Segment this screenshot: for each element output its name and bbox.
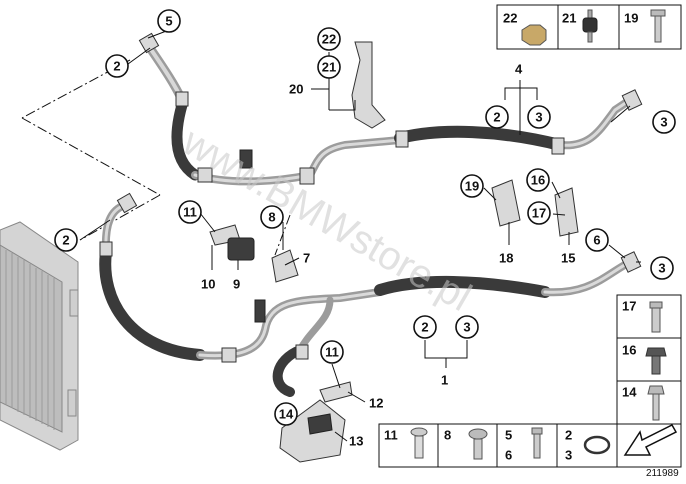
callout-3-lower-end: 3 <box>650 256 674 280</box>
svg-text:15: 15 <box>561 251 575 266</box>
callout-2-hose1: 2 <box>413 315 437 339</box>
label-12: 12 <box>369 396 383 411</box>
svg-text:7: 7 <box>303 251 310 266</box>
svg-text:11: 11 <box>183 205 197 220</box>
radiator-part <box>0 221 79 451</box>
callout-3-hose1: 3 <box>455 315 479 339</box>
rubber-mount-icon <box>582 9 598 43</box>
svg-text:2: 2 <box>421 320 428 335</box>
svg-text:19: 19 <box>465 179 479 194</box>
label-18: 18 <box>499 251 513 266</box>
label-20: 20 <box>289 82 303 97</box>
svg-text:20: 20 <box>289 82 303 97</box>
top-legend-panel: 22 21 19 <box>496 4 682 50</box>
svg-text:4: 4 <box>515 62 523 77</box>
callout-22: 22 <box>317 27 341 51</box>
bracket-20 <box>351 41 386 129</box>
brackets-15-18 <box>491 179 579 237</box>
legend-bottom-11: 11 <box>384 428 398 443</box>
legend-side-14: 14 <box>622 385 637 400</box>
svg-text:3: 3 <box>535 110 542 125</box>
expanding-rivet-icon <box>410 427 428 459</box>
leader-lines <box>79 29 641 442</box>
lower-hose-assembly <box>99 192 642 397</box>
screw-19-icon <box>650 9 666 43</box>
svg-text:2: 2 <box>62 233 69 248</box>
direction-arrow-icon <box>623 424 678 456</box>
callout-6: 6 <box>585 228 609 252</box>
label-4: 4 <box>515 62 523 77</box>
callout-14: 14 <box>274 402 298 426</box>
bottom-legend-panel: 11 8 5 6 2 3 <box>378 423 682 468</box>
svg-text:21: 21 <box>322 60 336 75</box>
svg-text:9: 9 <box>233 277 240 292</box>
diagram-id: 211989 <box>646 468 679 479</box>
svg-text:16: 16 <box>531 173 545 188</box>
svg-text:10: 10 <box>201 277 215 292</box>
callouts: 5 2 22 21 20 4 2 3 3 2 11 8 7 10 9 19 16… <box>54 9 676 449</box>
svg-text:12: 12 <box>369 396 383 411</box>
label-1: 1 <box>441 373 448 388</box>
hose-4-assembly <box>394 89 643 155</box>
callout-2-hose4: 2 <box>485 105 509 129</box>
callout-21: 21 <box>317 55 341 79</box>
callout-5: 5 <box>157 9 181 33</box>
clip-7 <box>271 249 299 283</box>
svg-text:11: 11 <box>325 345 339 360</box>
callout-11-upper: 11 <box>178 200 202 224</box>
bracket-12-13 <box>279 381 353 463</box>
label-13: 13 <box>349 434 363 449</box>
svg-text:13: 13 <box>349 434 363 449</box>
hex-bolt-14-icon <box>647 385 665 421</box>
hex-bolt-16-icon <box>645 347 667 375</box>
svg-text:14: 14 <box>279 407 294 422</box>
callout-16: 16 <box>526 168 550 192</box>
legend-bottom-6: 6 <box>505 448 512 463</box>
screw-8-icon <box>468 428 488 460</box>
callout-8: 8 <box>260 205 284 229</box>
label-9: 9 <box>233 277 240 292</box>
svg-text:8: 8 <box>268 210 275 225</box>
svg-text:5: 5 <box>165 14 172 29</box>
svg-text:18: 18 <box>499 251 513 266</box>
expanding-nut-icon <box>649 301 663 333</box>
callout-3-upper-end: 3 <box>652 110 676 134</box>
legend-bottom-8: 8 <box>444 428 451 443</box>
legend-bottom-5: 5 <box>505 428 512 443</box>
clips-9-10 <box>209 224 255 261</box>
upper-hose-assembly <box>138 32 404 186</box>
label-15: 15 <box>561 251 575 266</box>
side-legend-panel: 17 16 14 <box>616 294 682 425</box>
callout-11-lower: 11 <box>320 340 344 364</box>
legend-side-16: 16 <box>622 343 636 358</box>
legend-bottom-2: 2 <box>565 428 572 443</box>
svg-text:17: 17 <box>532 206 546 221</box>
nut-icon <box>521 24 547 46</box>
legend-top-22: 22 <box>503 11 517 26</box>
svg-text:22: 22 <box>322 32 336 47</box>
legend-top-19: 19 <box>624 11 638 26</box>
svg-text:6: 6 <box>593 233 600 248</box>
callout-3-hose4: 3 <box>527 105 551 129</box>
legend-side-17: 17 <box>622 299 636 314</box>
svg-text:3: 3 <box>660 115 667 130</box>
legend-bottom-3: 3 <box>565 448 572 463</box>
label-7: 7 <box>303 251 310 266</box>
svg-text:3: 3 <box>658 261 665 276</box>
svg-text:1: 1 <box>441 373 448 388</box>
callout-2-upper: 2 <box>105 54 129 78</box>
callout-19: 19 <box>460 174 484 198</box>
legend-top-21: 21 <box>562 11 576 26</box>
callout-17: 17 <box>527 201 551 225</box>
callout-2-left: 2 <box>54 228 78 252</box>
bolt-5-icon <box>531 427 543 459</box>
o-ring-icon <box>583 435 611 455</box>
label-10: 10 <box>201 277 215 292</box>
svg-text:2: 2 <box>113 59 120 74</box>
svg-text:3: 3 <box>463 320 470 335</box>
svg-text:2: 2 <box>493 110 500 125</box>
